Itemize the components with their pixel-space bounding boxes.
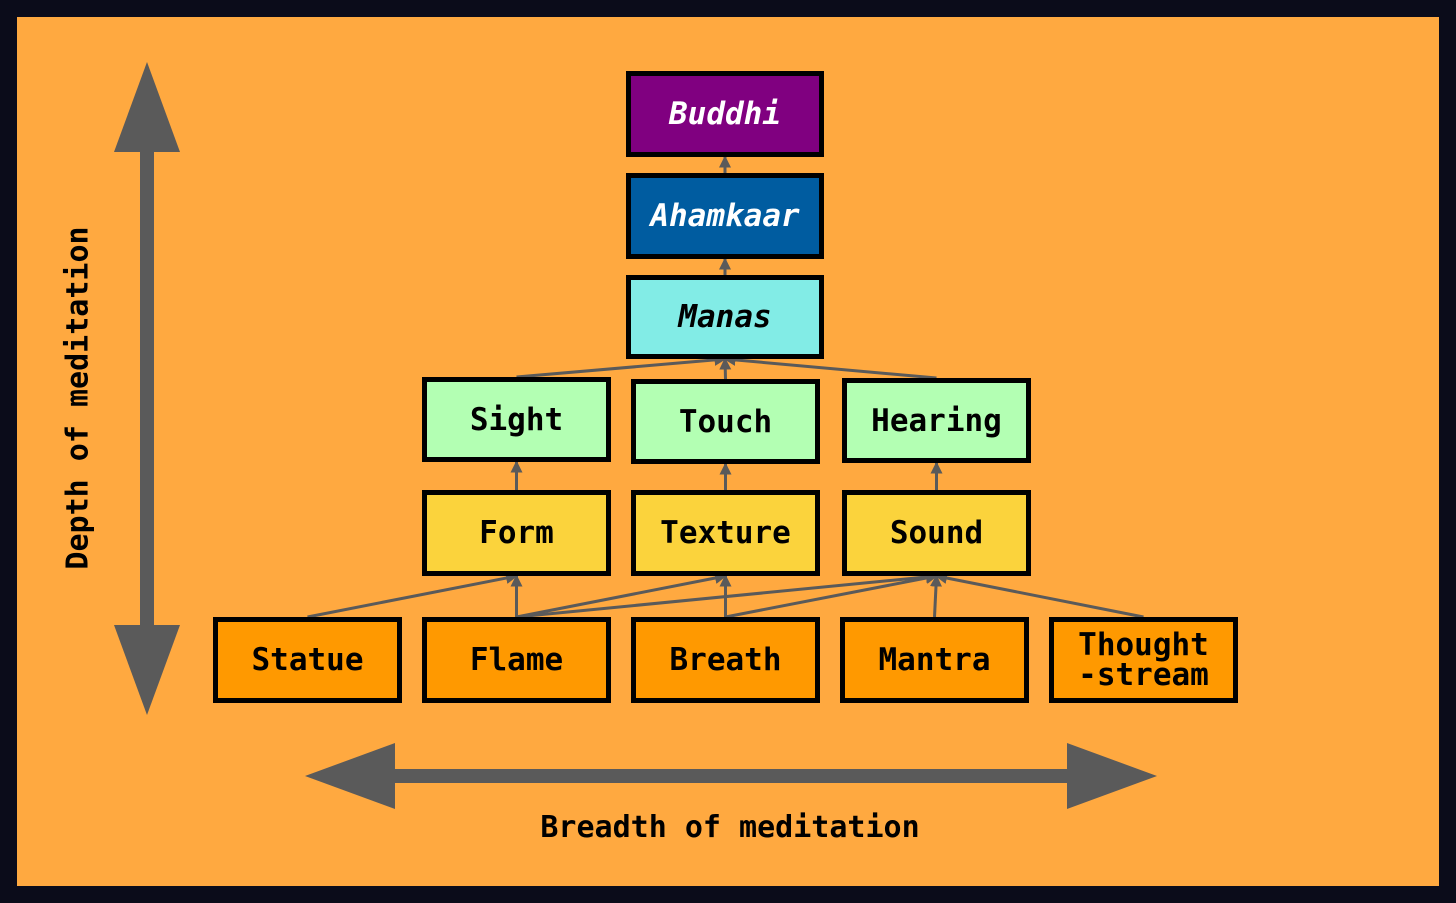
depth-axis-label: Depth of meditation: [60, 226, 96, 570]
node-label: Buddhi: [669, 96, 781, 132]
node-label: Touch: [678, 403, 773, 440]
depth-axis-arrow: [114, 62, 180, 715]
node-label: Form: [479, 515, 554, 551]
node-buddhi: Buddhi: [626, 71, 824, 157]
breadth-axis-head-left: [305, 743, 395, 809]
node-breath: Breath: [631, 617, 820, 703]
node-mantra: Mantra: [840, 617, 1029, 703]
breadth-axis-arrow: [305, 743, 1157, 809]
edge-mantra-to-sound: [929, 574, 942, 618]
node-label: Flame: [469, 642, 564, 678]
node-flame: Flame: [422, 617, 611, 703]
node-label: Texture: [660, 515, 791, 551]
node-label: Ahamkaar: [650, 198, 800, 234]
node-hearing: Hearing: [842, 378, 1031, 463]
node-touch: Touch: [631, 379, 820, 464]
node-label: Sound: [889, 515, 984, 551]
node-texture: Texture: [631, 490, 820, 576]
node-label: Sight: [469, 401, 564, 438]
node-label: Thought -stream: [1078, 627, 1209, 693]
edge-flame-to-texture: [516, 572, 727, 619]
breadth-axis-label: Breadth of meditation: [540, 810, 920, 845]
edge-thought-stream-to-sound: [935, 572, 1144, 619]
node-thought-stream: Thought -stream: [1049, 617, 1238, 703]
edge-touch-to-manas: [719, 357, 732, 380]
edge-breath-to-sound: [725, 572, 938, 619]
depth-axis-head-down: [114, 625, 180, 715]
edge-statue-to-form: [307, 572, 518, 619]
depth-axis-shaft: [140, 148, 154, 630]
depth-axis-head-up: [114, 62, 180, 152]
edge-sight-to-manas: [516, 353, 727, 379]
breadth-axis-head-right: [1067, 743, 1157, 809]
edge-group: [307, 155, 1144, 619]
node-ahamkaar: Ahamkaar: [626, 173, 824, 259]
node-form: Form: [422, 490, 611, 576]
node-sound: Sound: [842, 490, 1031, 576]
node-sight: Sight: [422, 377, 611, 462]
edge-hearing-to-manas: [723, 353, 937, 380]
node-manas: Manas: [626, 275, 824, 359]
node-label: Hearing: [871, 402, 1002, 439]
node-label: Breath: [669, 642, 782, 678]
node-label: Mantra: [878, 642, 991, 678]
breadth-axis-shaft: [390, 769, 1070, 783]
node-label: Manas: [678, 299, 772, 335]
node-statue: Statue: [213, 617, 402, 703]
node-label: Statue: [251, 642, 364, 678]
